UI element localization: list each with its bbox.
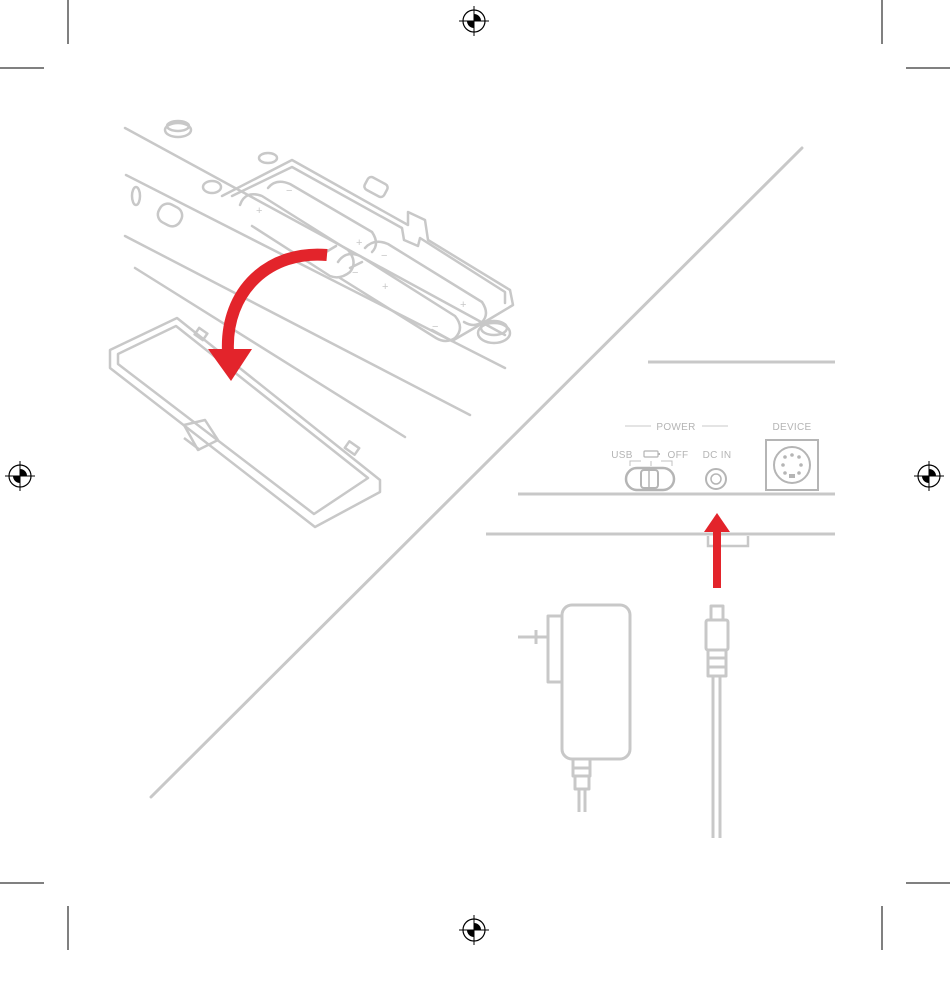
svg-text:−: − (432, 321, 438, 333)
usb-label: USB (611, 450, 632, 461)
device-port: DEVICE (766, 422, 818, 490)
off-label: OFF (668, 450, 689, 461)
svg-text:−: − (381, 250, 387, 262)
dc-plug-cable (706, 606, 728, 838)
dc-in-jack: DC IN (703, 450, 732, 489)
svg-text:+: + (460, 299, 466, 311)
device-label: DEVICE (772, 422, 811, 433)
power-label: POWER (656, 422, 695, 433)
registration-mark-bottom (459, 915, 489, 945)
power-slide-switch (626, 468, 674, 490)
svg-text:+: + (356, 237, 362, 249)
registration-mark-top (459, 6, 489, 36)
svg-text:−: − (286, 185, 292, 197)
curved-arrow-icon (208, 255, 327, 381)
svg-text:+: + (256, 205, 262, 217)
rear-panel (486, 362, 835, 534)
keyboard-underside (125, 121, 513, 437)
up-arrow-icon (704, 513, 730, 588)
ac-adapter (518, 605, 630, 812)
diagonal-divider (151, 148, 802, 797)
dc-in-label: DC IN (703, 450, 732, 461)
svg-text:−: − (352, 267, 358, 279)
svg-text:+: + (382, 281, 388, 293)
registration-mark-right (914, 461, 944, 491)
registration-mark-left (5, 461, 35, 491)
battery-icon (644, 451, 658, 457)
